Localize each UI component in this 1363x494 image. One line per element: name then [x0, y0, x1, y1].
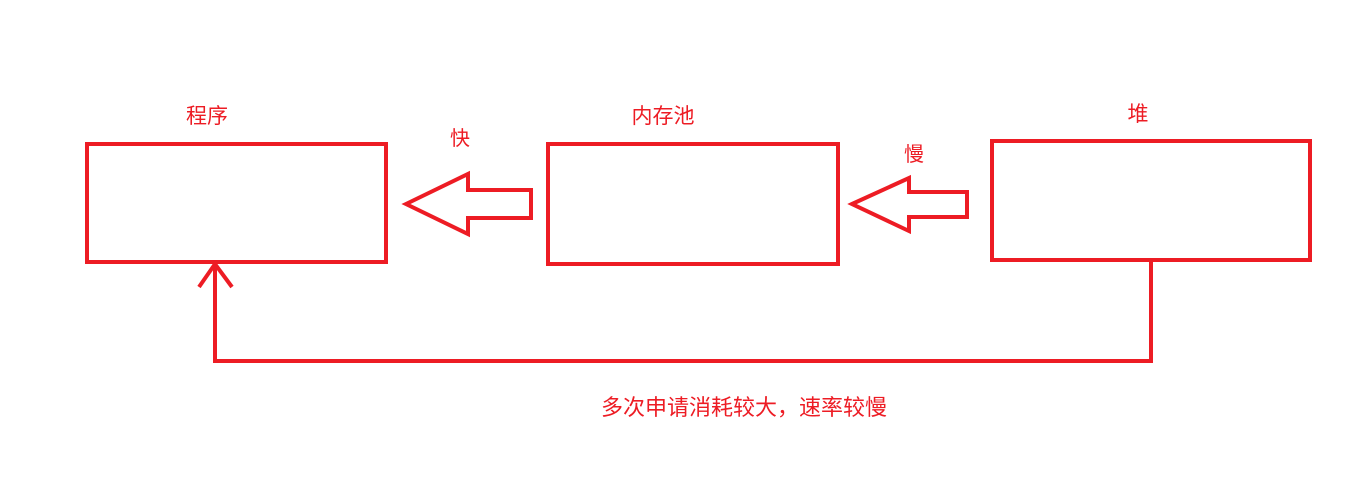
node-label-heap: 堆 — [1128, 102, 1149, 126]
node-label-memory-pool: 内存池 — [632, 104, 695, 128]
arrow-pool-to-program — [401, 170, 533, 238]
loop-line-heap-to-program — [213, 260, 1153, 363]
node-label-program: 程序 — [186, 104, 228, 128]
loop-arrowhead-program — [197, 260, 234, 289]
node-box-memory-pool — [546, 142, 840, 266]
loop-caption: 多次申请消耗较大，速率较慢 — [601, 396, 887, 421]
edge-label-fast: 快 — [450, 126, 470, 150]
edge-label-slow: 慢 — [904, 142, 924, 166]
node-box-heap — [990, 139, 1312, 262]
node-box-program — [85, 142, 388, 264]
arrow-heap-to-pool — [847, 174, 969, 235]
